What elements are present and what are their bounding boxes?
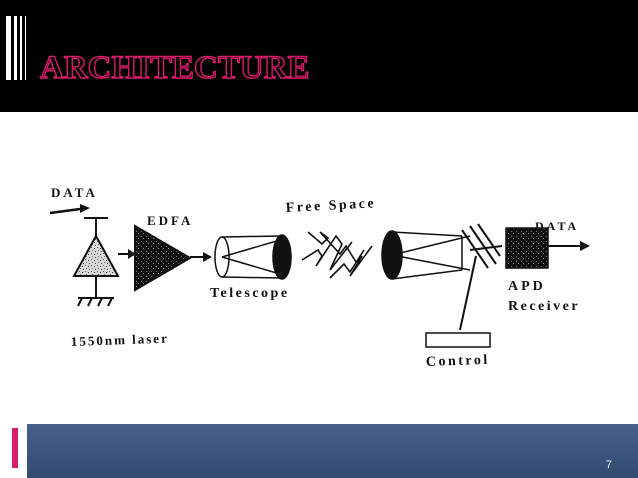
page-number: 7 [605, 459, 612, 471]
free-space-beam [301, 231, 373, 279]
label-data-out: DATA [535, 219, 579, 233]
footer-accent-bar [12, 428, 18, 468]
label-receiver: Receiver [508, 299, 580, 314]
label-apd: APD [508, 279, 546, 294]
label-laser: 1550nm laser [71, 331, 169, 349]
laser-source [72, 217, 120, 307]
transmit-telescope [214, 234, 292, 280]
beam-splitter [459, 223, 503, 331]
footer-band [27, 424, 638, 478]
slide-title: ARCHITECTURE [39, 49, 310, 86]
data-output-arrow [548, 241, 590, 251]
label-free-space: Free Space [285, 196, 376, 216]
edfa-amplifier [134, 224, 192, 292]
receive-telescope [381, 230, 471, 280]
label-data-in: DATA [51, 185, 98, 200]
data-input-arrow [49, 204, 90, 215]
left-gutter [0, 112, 27, 478]
label-edfa: EDFA [147, 213, 193, 228]
title-bar [0, 0, 638, 112]
apd-receiver [505, 227, 549, 269]
edfa-to-telescope-arrow [190, 252, 212, 262]
label-telescope: Telescope [210, 286, 290, 301]
control-box [425, 332, 491, 348]
laser-to-edfa-arrow [118, 249, 136, 259]
label-control: Control [426, 353, 490, 370]
header-accent-bars [6, 16, 28, 80]
